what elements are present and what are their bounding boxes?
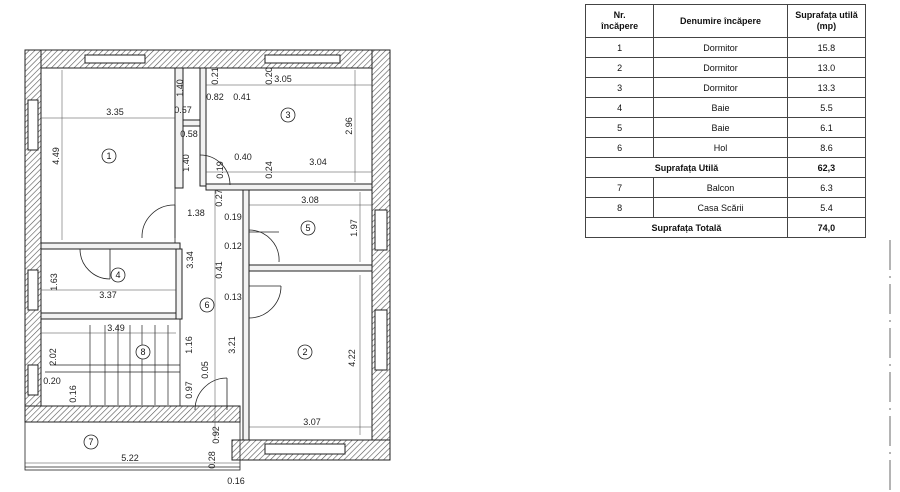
dim-label: 1.16 — [184, 336, 194, 354]
dim-label: 0.27 — [214, 189, 224, 207]
dim-label: 1.97 — [349, 219, 359, 237]
dim-label: 0.13 — [224, 292, 242, 302]
svg-text:7: 7 — [88, 437, 93, 447]
dim-label: 5.22 — [121, 453, 139, 463]
room-number-1: 1 — [101, 148, 117, 164]
dim-label: 0.19 — [215, 161, 225, 179]
room-number-5: 5 — [300, 220, 316, 236]
dim-label: 3.07 — [303, 417, 321, 427]
dim-label: 3.35 — [106, 107, 124, 117]
frame-edge-line — [889, 240, 891, 492]
dim-label: 0.19 — [224, 212, 242, 222]
dim-label: 0.16 — [227, 476, 245, 486]
svg-text:8: 8 — [140, 347, 145, 357]
dim-label: 1.40 — [181, 154, 191, 172]
dim-label: 0.21 — [210, 67, 220, 85]
room-number-3: 3 — [280, 107, 296, 123]
dim-label: 0.24 — [264, 161, 274, 179]
dim-label: 2.96 — [344, 117, 354, 135]
dim-label: 0.28 — [207, 451, 217, 469]
dim-label: 0.82 — [206, 92, 224, 102]
svg-text:2: 2 — [302, 347, 307, 357]
header-area: Suprafața utilă(mp) — [786, 4, 867, 38]
interior-walls — [40, 67, 373, 441]
svg-text:4: 4 — [115, 270, 120, 280]
svg-text:5: 5 — [305, 223, 310, 233]
dim-label: 0.41 — [233, 92, 251, 102]
dim-label: 2.02 — [48, 348, 58, 366]
room-number-7: 7 — [83, 434, 99, 450]
table-header-row: Nr.încăpere Denumire încăpere Suprafața … — [584, 4, 867, 38]
exterior-walls — [24, 49, 391, 461]
room-area-table: Nr.încăpere Denumire încăpere Suprafața … — [584, 4, 867, 238]
dim-label: 3.04 — [309, 157, 327, 167]
dim-label: 3.49 — [107, 323, 125, 333]
dim-label: 0.57 — [174, 105, 192, 115]
header-nr: Nr.încăpere — [584, 4, 655, 38]
dim-label: 1.63 — [49, 273, 59, 291]
dim-label: 0.20 — [264, 67, 274, 85]
dim-label: 0.92 — [211, 426, 221, 444]
dim-label: 3.21 — [227, 336, 237, 354]
svg-text:6: 6 — [204, 300, 209, 310]
dim-label: 1.40 — [175, 79, 185, 97]
dim-label: 3.08 — [301, 195, 319, 205]
dim-label: 3.34 — [185, 251, 195, 269]
doors — [79, 154, 282, 411]
stairs — [45, 325, 180, 405]
dim-label: 0.41 — [214, 261, 224, 279]
room-number-8: 8 — [135, 344, 151, 360]
room-number-markers: 1 2 3 4 5 6 7 8 — [83, 107, 316, 450]
dim-label: 0.05 — [200, 361, 210, 379]
dim-label: 0.97 — [184, 381, 194, 399]
dim-label: 0.40 — [234, 152, 252, 162]
dim-label: 0.12 — [224, 241, 242, 251]
room-number-6: 6 — [199, 297, 215, 313]
dim-label: 0.20 — [43, 376, 61, 386]
room-number-2: 2 — [297, 344, 313, 360]
dim-label: 3.05 — [274, 74, 292, 84]
floor-plan: 1 2 3 4 5 6 7 8 1.40 — [24, 49, 391, 486]
dim-label: 0.16 — [68, 385, 78, 403]
windows — [27, 54, 388, 455]
dim-label: 3.37 — [99, 290, 117, 300]
svg-text:3: 3 — [285, 110, 290, 120]
dim-label: 4.22 — [347, 349, 357, 367]
room-number-4: 4 — [110, 267, 126, 283]
dimension-lines — [25, 70, 372, 464]
header-name: Denumire încăpere — [653, 4, 788, 38]
svg-text:1: 1 — [106, 151, 111, 161]
room-lines — [24, 67, 373, 471]
dim-label: 1.38 — [187, 208, 205, 218]
dim-label: 4.49 — [51, 147, 61, 165]
dim-label: 0.58 — [180, 129, 198, 139]
dimension-labels: 1.40 3.35 0.57 4.49 0.58 1.40 0.21 0.20 … — [43, 67, 359, 486]
